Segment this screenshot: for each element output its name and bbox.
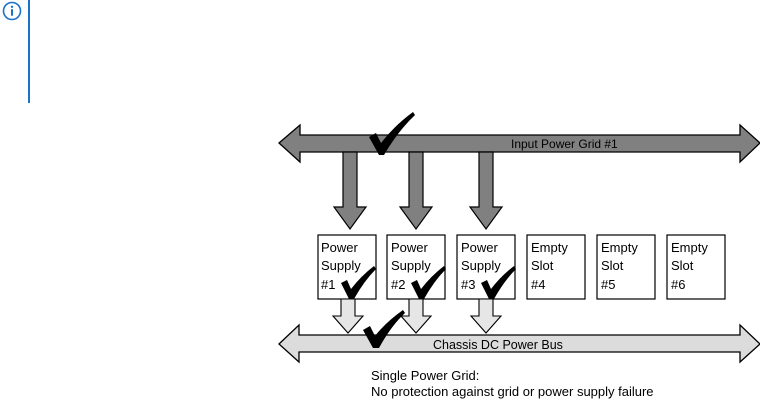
- slot-2-line2: Supply: [391, 258, 431, 273]
- slot-box-5: [596, 234, 656, 300]
- feed-arrow-3: [468, 151, 504, 231]
- slot-1-line2: Supply: [321, 258, 361, 273]
- slot-5-line1: Empty: [601, 240, 638, 255]
- slot-5-line2: Slot: [601, 258, 624, 273]
- caption-line-2: No protection against grid or power supp…: [371, 384, 654, 399]
- output-arrow-1: [331, 298, 365, 334]
- slot-4-line3: #4: [531, 277, 545, 292]
- info-icon: [2, 1, 22, 21]
- diagram-caption: Single Power Grid: No protection against…: [371, 368, 654, 400]
- dc-power-bus-arrow: [278, 323, 760, 364]
- slot-3-line2: Supply: [461, 258, 501, 273]
- slot-box-6: [666, 234, 726, 300]
- slot-6-line2: Slot: [671, 258, 694, 273]
- slot-2-line1: Power: [391, 240, 429, 255]
- caption-line-1: Single Power Grid:: [371, 368, 480, 383]
- slot-1-line3: #1: [321, 277, 335, 292]
- feed-arrow-2: [398, 151, 434, 231]
- slot-2-line3: #2: [391, 277, 405, 292]
- input-power-grid-arrow: [278, 123, 760, 164]
- slot-5-line3: #5: [601, 277, 615, 292]
- feed-arrow-1: [332, 151, 368, 231]
- slot-3-line1: Power: [461, 240, 499, 255]
- input-grid-label: Input Power Grid #1: [511, 137, 618, 151]
- supply-1-checkmark-icon: [341, 266, 376, 299]
- slot-6-line3: #6: [671, 277, 685, 292]
- output-arrow-2: [399, 298, 433, 334]
- note-rule: [28, 0, 30, 103]
- bus-checkmark-icon: [363, 310, 405, 348]
- slot-6-line1: Empty: [671, 240, 708, 255]
- slot-1-line1: Power: [321, 240, 359, 255]
- output-arrow-3: [469, 298, 503, 334]
- supply-2-checkmark-icon: [411, 266, 446, 299]
- dc-bus-label: Chassis DC Power Bus: [433, 338, 563, 352]
- slot-4-line1: Empty: [531, 240, 568, 255]
- slot-3-line3: #3: [461, 277, 475, 292]
- slot-box-4: [526, 234, 586, 300]
- grid-checkmark-icon: [369, 112, 415, 155]
- slot-4-line2: Slot: [531, 258, 554, 273]
- supply-3-checkmark-icon: [481, 266, 516, 299]
